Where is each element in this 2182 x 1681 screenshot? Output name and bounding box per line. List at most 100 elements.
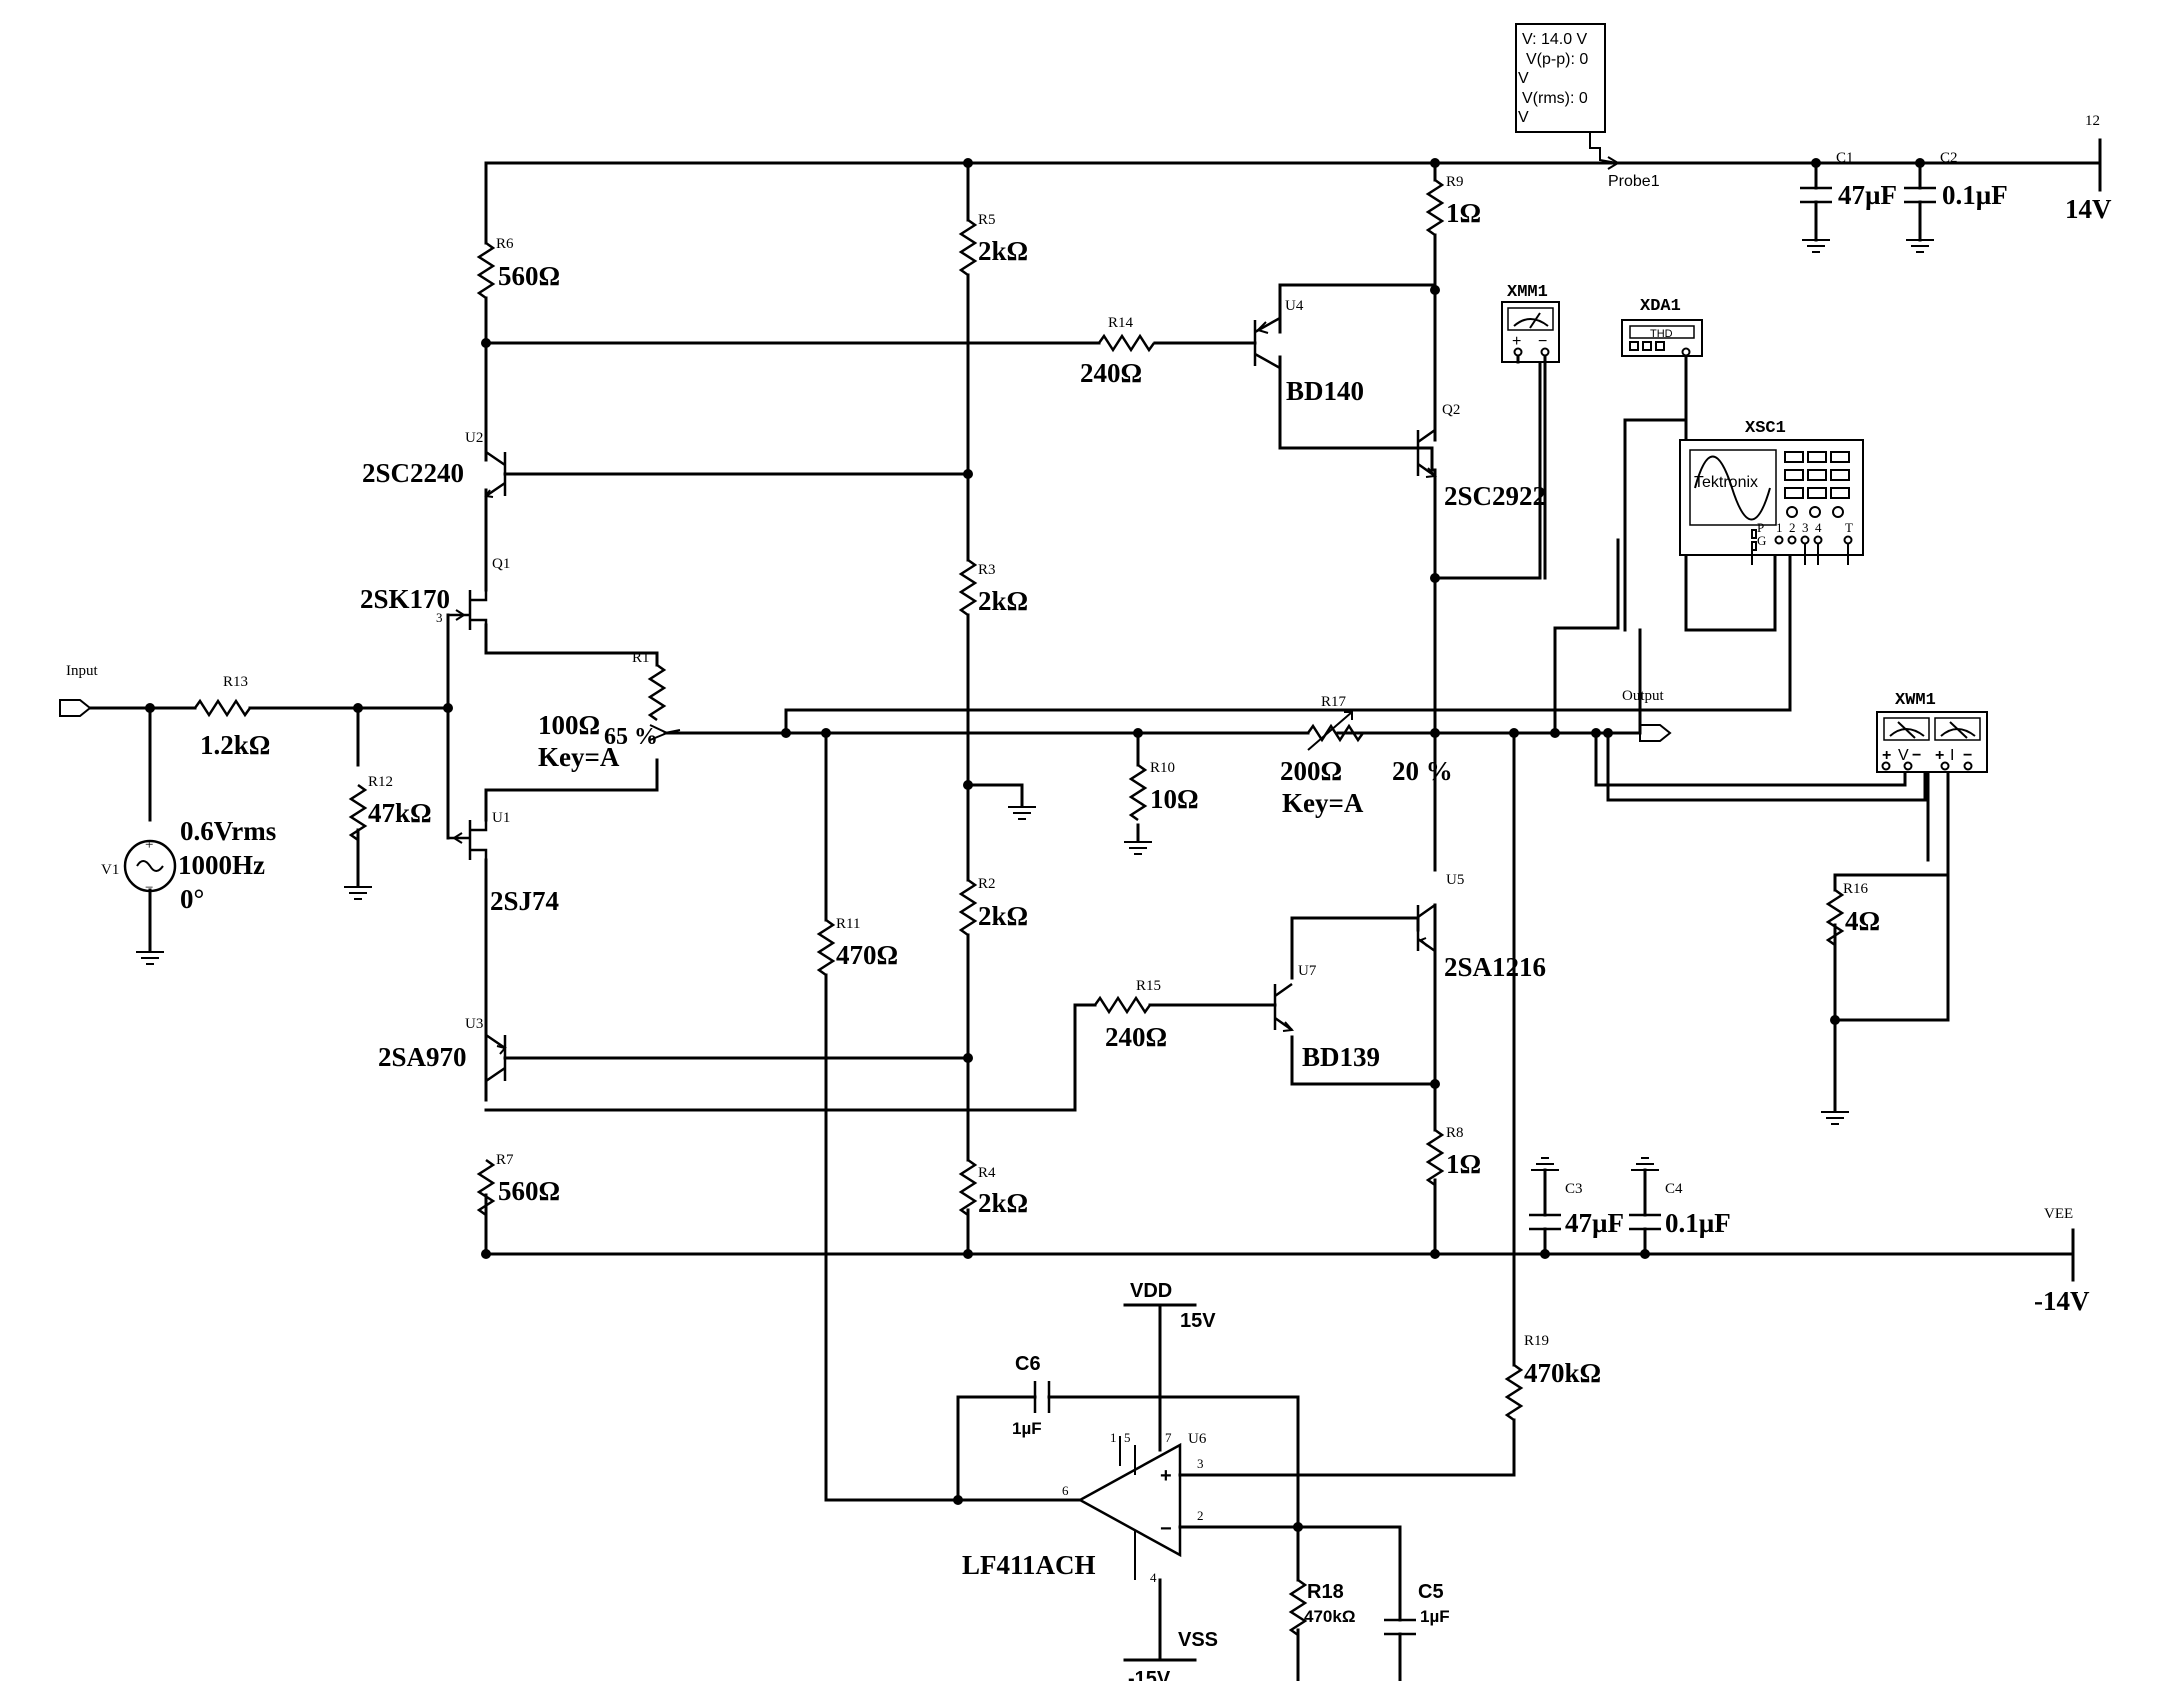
probe1[interactable]: V: 14.0 V V(p-p): 0 V V(rms): 0 V Probe1 bbox=[1515, 23, 1660, 190]
r18-value: 470kΩ bbox=[1304, 1607, 1355, 1626]
capacitor-c1[interactable]: C1 47µF bbox=[1800, 150, 1897, 242]
resistor-r12[interactable]: R12 47kΩ bbox=[348, 774, 432, 842]
junctions bbox=[145, 158, 1925, 1532]
resistor-r9[interactable]: R9 1Ω bbox=[1425, 174, 1481, 237]
c4-value: 0.1µF bbox=[1665, 1208, 1731, 1238]
transistor-u3[interactable]: U3 2SA970 bbox=[378, 1016, 507, 1083]
u3-ref: U3 bbox=[465, 1016, 483, 1032]
xwm1-v-plus: + bbox=[1882, 747, 1891, 764]
r17-percent: 20 % bbox=[1392, 756, 1453, 786]
jfet-icon bbox=[448, 590, 488, 653]
input-label: Input bbox=[66, 663, 98, 679]
c4-ref: C4 bbox=[1665, 1181, 1683, 1197]
potentiometer-r1[interactable]: R1 100Ω Key=A 65 % bbox=[538, 650, 681, 772]
jfet-q1[interactable]: Q1 2SK170 3 bbox=[360, 556, 510, 653]
xsc1-ch-4: 4 bbox=[1815, 520, 1822, 535]
ground-icon bbox=[344, 886, 372, 900]
u4-ref: U4 bbox=[1285, 298, 1304, 314]
transistor-u2[interactable]: U2 2SC2240 bbox=[362, 430, 507, 498]
jfet-icon bbox=[448, 820, 488, 860]
r10-ref: R10 bbox=[1150, 760, 1175, 776]
resistor-r8[interactable]: R8 1Ω bbox=[1425, 1125, 1481, 1187]
opamp-u6[interactable]: + − 3 2 6 7 5 1 4 U6 LF411ACH bbox=[962, 1430, 1207, 1585]
capacitor-c2[interactable]: C2 0.1µF bbox=[1904, 150, 2008, 242]
transistor-u7[interactable]: U7 BD139 bbox=[1253, 963, 1380, 1072]
output-port[interactable]: Output bbox=[1622, 688, 1672, 742]
xwm1-i-label: I bbox=[1950, 747, 1954, 764]
c5-ref: C5 bbox=[1418, 1581, 1444, 1603]
resistor-icon bbox=[958, 558, 978, 617]
resistor-icon bbox=[1097, 333, 1156, 353]
r12-value: 47kΩ bbox=[368, 798, 432, 828]
u7-ref: U7 bbox=[1298, 963, 1317, 979]
multimeter-xmm1[interactable]: + − XMM1 bbox=[1501, 283, 1560, 580]
r2-ref: R2 bbox=[978, 876, 996, 892]
r18-ref: R18 bbox=[1307, 1581, 1344, 1603]
capacitor-c4[interactable]: C4 0.1µF bbox=[1629, 1168, 1731, 1256]
ground-icon bbox=[136, 951, 164, 965]
c6-ref: C6 bbox=[1015, 1353, 1041, 1375]
resistor-r2[interactable]: R2 2kΩ bbox=[958, 876, 1028, 937]
resistor-r5[interactable]: R5 2kΩ bbox=[958, 212, 1028, 277]
resistor-r13[interactable]: R13 1.2kΩ bbox=[193, 674, 270, 760]
probe-arrow-icon bbox=[1607, 156, 1620, 170]
xwm1-i-plus: + bbox=[1935, 747, 1944, 764]
probe-lead bbox=[1589, 132, 1618, 164]
resistor-r16[interactable]: R16 4Ω bbox=[1825, 881, 1880, 947]
transistor-q2[interactable]: Q2 2SC2922 bbox=[1416, 402, 1546, 511]
r2-value: 2kΩ bbox=[978, 901, 1028, 931]
u6-pin6: 6 bbox=[1062, 1483, 1069, 1498]
resistor-icon bbox=[193, 698, 252, 718]
transistor-u4[interactable]: U4 BD140 bbox=[1253, 283, 1364, 450]
capacitor-c3[interactable]: C3 47µF bbox=[1529, 1168, 1624, 1256]
resistor-r11[interactable]: R11 470Ω bbox=[816, 916, 898, 977]
jfet-u1[interactable]: U1 2SJ74 bbox=[448, 810, 559, 916]
source-v1[interactable]: + − V1 0.6Vrms 1000Hz 0° bbox=[101, 816, 276, 914]
distortion-analyzer-xda1[interactable]: THD XDA1 bbox=[1621, 297, 1703, 632]
xsc1-ch-2: 2 bbox=[1789, 520, 1796, 535]
input-port[interactable]: Input bbox=[59, 663, 98, 717]
potentiometer-r17[interactable]: R17 200Ω Key=A 20 % bbox=[1280, 694, 1453, 818]
probe-vrms: V(rms): 0 bbox=[1522, 90, 1588, 107]
u6-pin7: 7 bbox=[1165, 1430, 1172, 1445]
transistor-u5[interactable]: U5 2SA1216 bbox=[1416, 872, 1546, 982]
capacitor-c5[interactable]: C5 1µF bbox=[1384, 1581, 1450, 1652]
resistor-r15[interactable]: R15 240Ω bbox=[1093, 978, 1167, 1052]
resistor-r10[interactable]: R10 10Ω bbox=[1128, 760, 1199, 822]
c1-value: 47µF bbox=[1838, 180, 1897, 210]
potentiometer-icon bbox=[647, 663, 667, 722]
ac-source-icon bbox=[123, 839, 177, 893]
r4-ref: R4 bbox=[978, 1165, 996, 1181]
resistor-r3[interactable]: R3 2kΩ bbox=[958, 558, 1028, 617]
resistor-icon bbox=[958, 218, 978, 277]
resistor-r18[interactable]: R18 470kΩ bbox=[1288, 1578, 1355, 1637]
ground-icon bbox=[1821, 1111, 1849, 1125]
ground-icon bbox=[1802, 239, 1830, 253]
r8-ref: R8 bbox=[1446, 1125, 1464, 1141]
u6-pin3: 3 bbox=[1197, 1456, 1204, 1471]
resistor-r4[interactable]: R4 2kΩ bbox=[958, 1158, 1028, 1218]
capacitor-c6[interactable]: C6 1µF bbox=[1012, 1353, 1062, 1438]
rail-neg-value: -14V bbox=[2034, 1286, 2090, 1316]
resistor-icon bbox=[1825, 888, 1845, 947]
resistor-r7[interactable]: R7 560Ω bbox=[476, 1152, 560, 1217]
resistor-r14[interactable]: R14 240Ω bbox=[1080, 315, 1156, 388]
capacitor-icon bbox=[1800, 186, 1832, 204]
u6-pin1: 1 bbox=[1110, 1430, 1117, 1445]
ground-icon bbox=[1531, 1157, 1559, 1171]
u6-pin5: 5 bbox=[1124, 1430, 1131, 1445]
r12-ref: R12 bbox=[368, 774, 393, 790]
capacitor-icon bbox=[1529, 1213, 1561, 1231]
output-connector-icon bbox=[1639, 724, 1672, 742]
probe-label: Probe1 bbox=[1608, 173, 1660, 190]
u5-ref: U5 bbox=[1446, 872, 1464, 888]
resistor-r6[interactable]: R6 560Ω bbox=[476, 236, 560, 300]
r5-value: 2kΩ bbox=[978, 236, 1028, 266]
r1-ref: R1 bbox=[632, 650, 650, 666]
npn-transistor-icon bbox=[485, 450, 507, 498]
oscilloscope-xsc1[interactable]: Tektronix P G 1 2 3 4 T XSC1 bbox=[1679, 419, 1864, 565]
u5-part: 2SA1216 bbox=[1444, 952, 1546, 982]
r3-ref: R3 bbox=[978, 562, 996, 578]
wattmeter-xwm1[interactable]: + V − + I − XWM1 bbox=[1876, 691, 1988, 773]
resistor-r19[interactable]: R19 470kΩ bbox=[1504, 1333, 1601, 1422]
